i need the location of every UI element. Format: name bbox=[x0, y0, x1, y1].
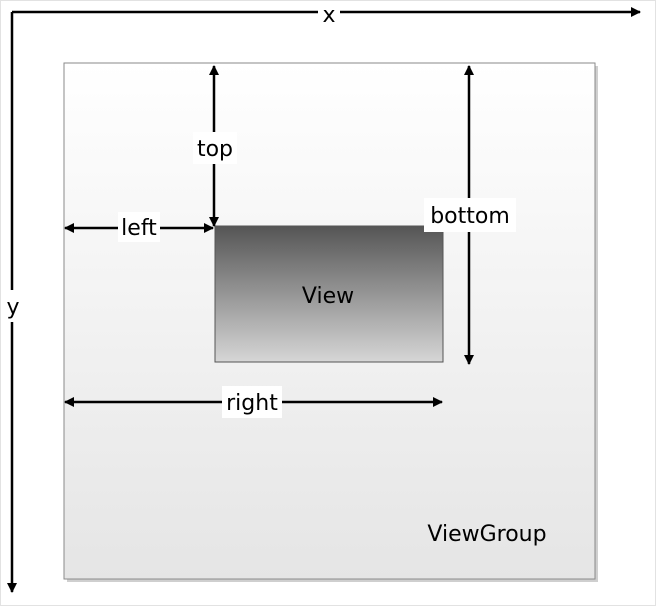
top-label-bg bbox=[193, 132, 237, 164]
left-label-bg bbox=[118, 212, 160, 242]
y-axis-label: y bbox=[6, 295, 19, 320]
x-axis-label: x bbox=[322, 3, 335, 28]
y-axis-label-bg bbox=[2, 290, 24, 322]
view-box bbox=[214, 225, 444, 363]
top-label: top bbox=[197, 137, 233, 162]
viewgroup-label: ViewGroup bbox=[427, 522, 546, 547]
left-label: left bbox=[121, 216, 157, 241]
x-axis-label-bg bbox=[318, 2, 340, 24]
right-label-bg bbox=[222, 386, 282, 418]
right-label: right bbox=[226, 391, 278, 416]
bottom-label: bottom bbox=[430, 204, 510, 229]
bottom-label-bg bbox=[424, 198, 516, 232]
view-label: View bbox=[302, 284, 354, 309]
